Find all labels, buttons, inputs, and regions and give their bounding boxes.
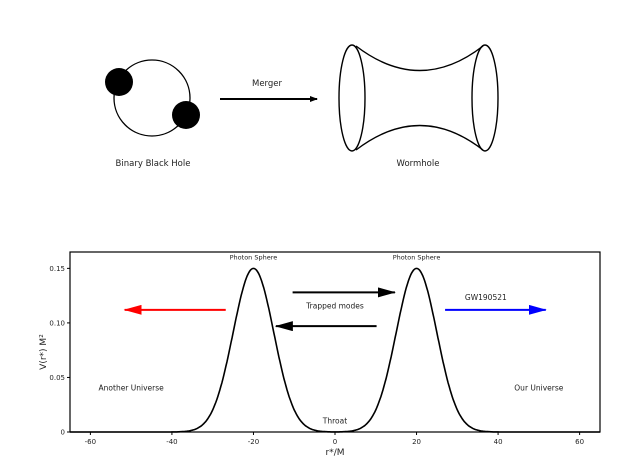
black-hole-2	[172, 101, 200, 129]
merger-label: Merger	[252, 79, 283, 89]
wormhole-right-mouth	[471, 44, 499, 152]
x-tick-label: 0	[333, 438, 337, 446]
annotation-photon-sphere: Photon Sphere	[230, 254, 278, 262]
wormhole-top-edge	[355, 45, 484, 72]
annotation-another-universe: Another Universe	[99, 384, 165, 393]
annotation-throat: Throat	[322, 416, 347, 425]
x-tick-label: 20	[412, 438, 421, 446]
annotation-gw190521: GW190521	[465, 293, 507, 302]
wormhole-left-mouth	[338, 44, 366, 152]
wormhole-label: Wormhole	[397, 159, 440, 169]
x-axis-label: r*/M	[326, 448, 345, 458]
annotation-trapped-modes: Trapped modes	[305, 302, 364, 311]
y-tick-label: 0.15	[49, 265, 65, 273]
x-tick-label: 40	[494, 438, 503, 446]
black-hole-1	[105, 68, 133, 96]
potential-curve	[70, 267, 600, 433]
axes-frame	[69, 251, 601, 433]
x-tick-label: -20	[248, 438, 259, 446]
binary-black-hole: Binary Black Hole	[105, 59, 200, 169]
merger-arrow: Merger	[220, 79, 318, 102]
wormhole-bottom-edge	[355, 124, 484, 151]
x-tick-label: 60	[575, 438, 584, 446]
wormhole: Wormhole	[338, 44, 499, 169]
y-tick-label: 0.05	[49, 374, 65, 382]
y-axis-label: V(r*) M²	[39, 334, 49, 370]
y-tick-label: 0.10	[49, 319, 65, 327]
x-tick-label: -40	[166, 438, 177, 446]
potential-chart: -60 -40 -20 0 20 40 60 0 0.05 0.10 0.15 Photon Sphe…	[49, 251, 601, 446]
annotation-photon-sphere: Photon Sphere	[393, 254, 441, 262]
orbit-circle	[113, 59, 191, 137]
y-tick-label: 0	[61, 429, 65, 437]
annotation-our-universe: Our Universe	[514, 384, 563, 393]
x-tick-label: -60	[85, 438, 96, 446]
binary-label: Binary Black Hole	[116, 159, 191, 169]
